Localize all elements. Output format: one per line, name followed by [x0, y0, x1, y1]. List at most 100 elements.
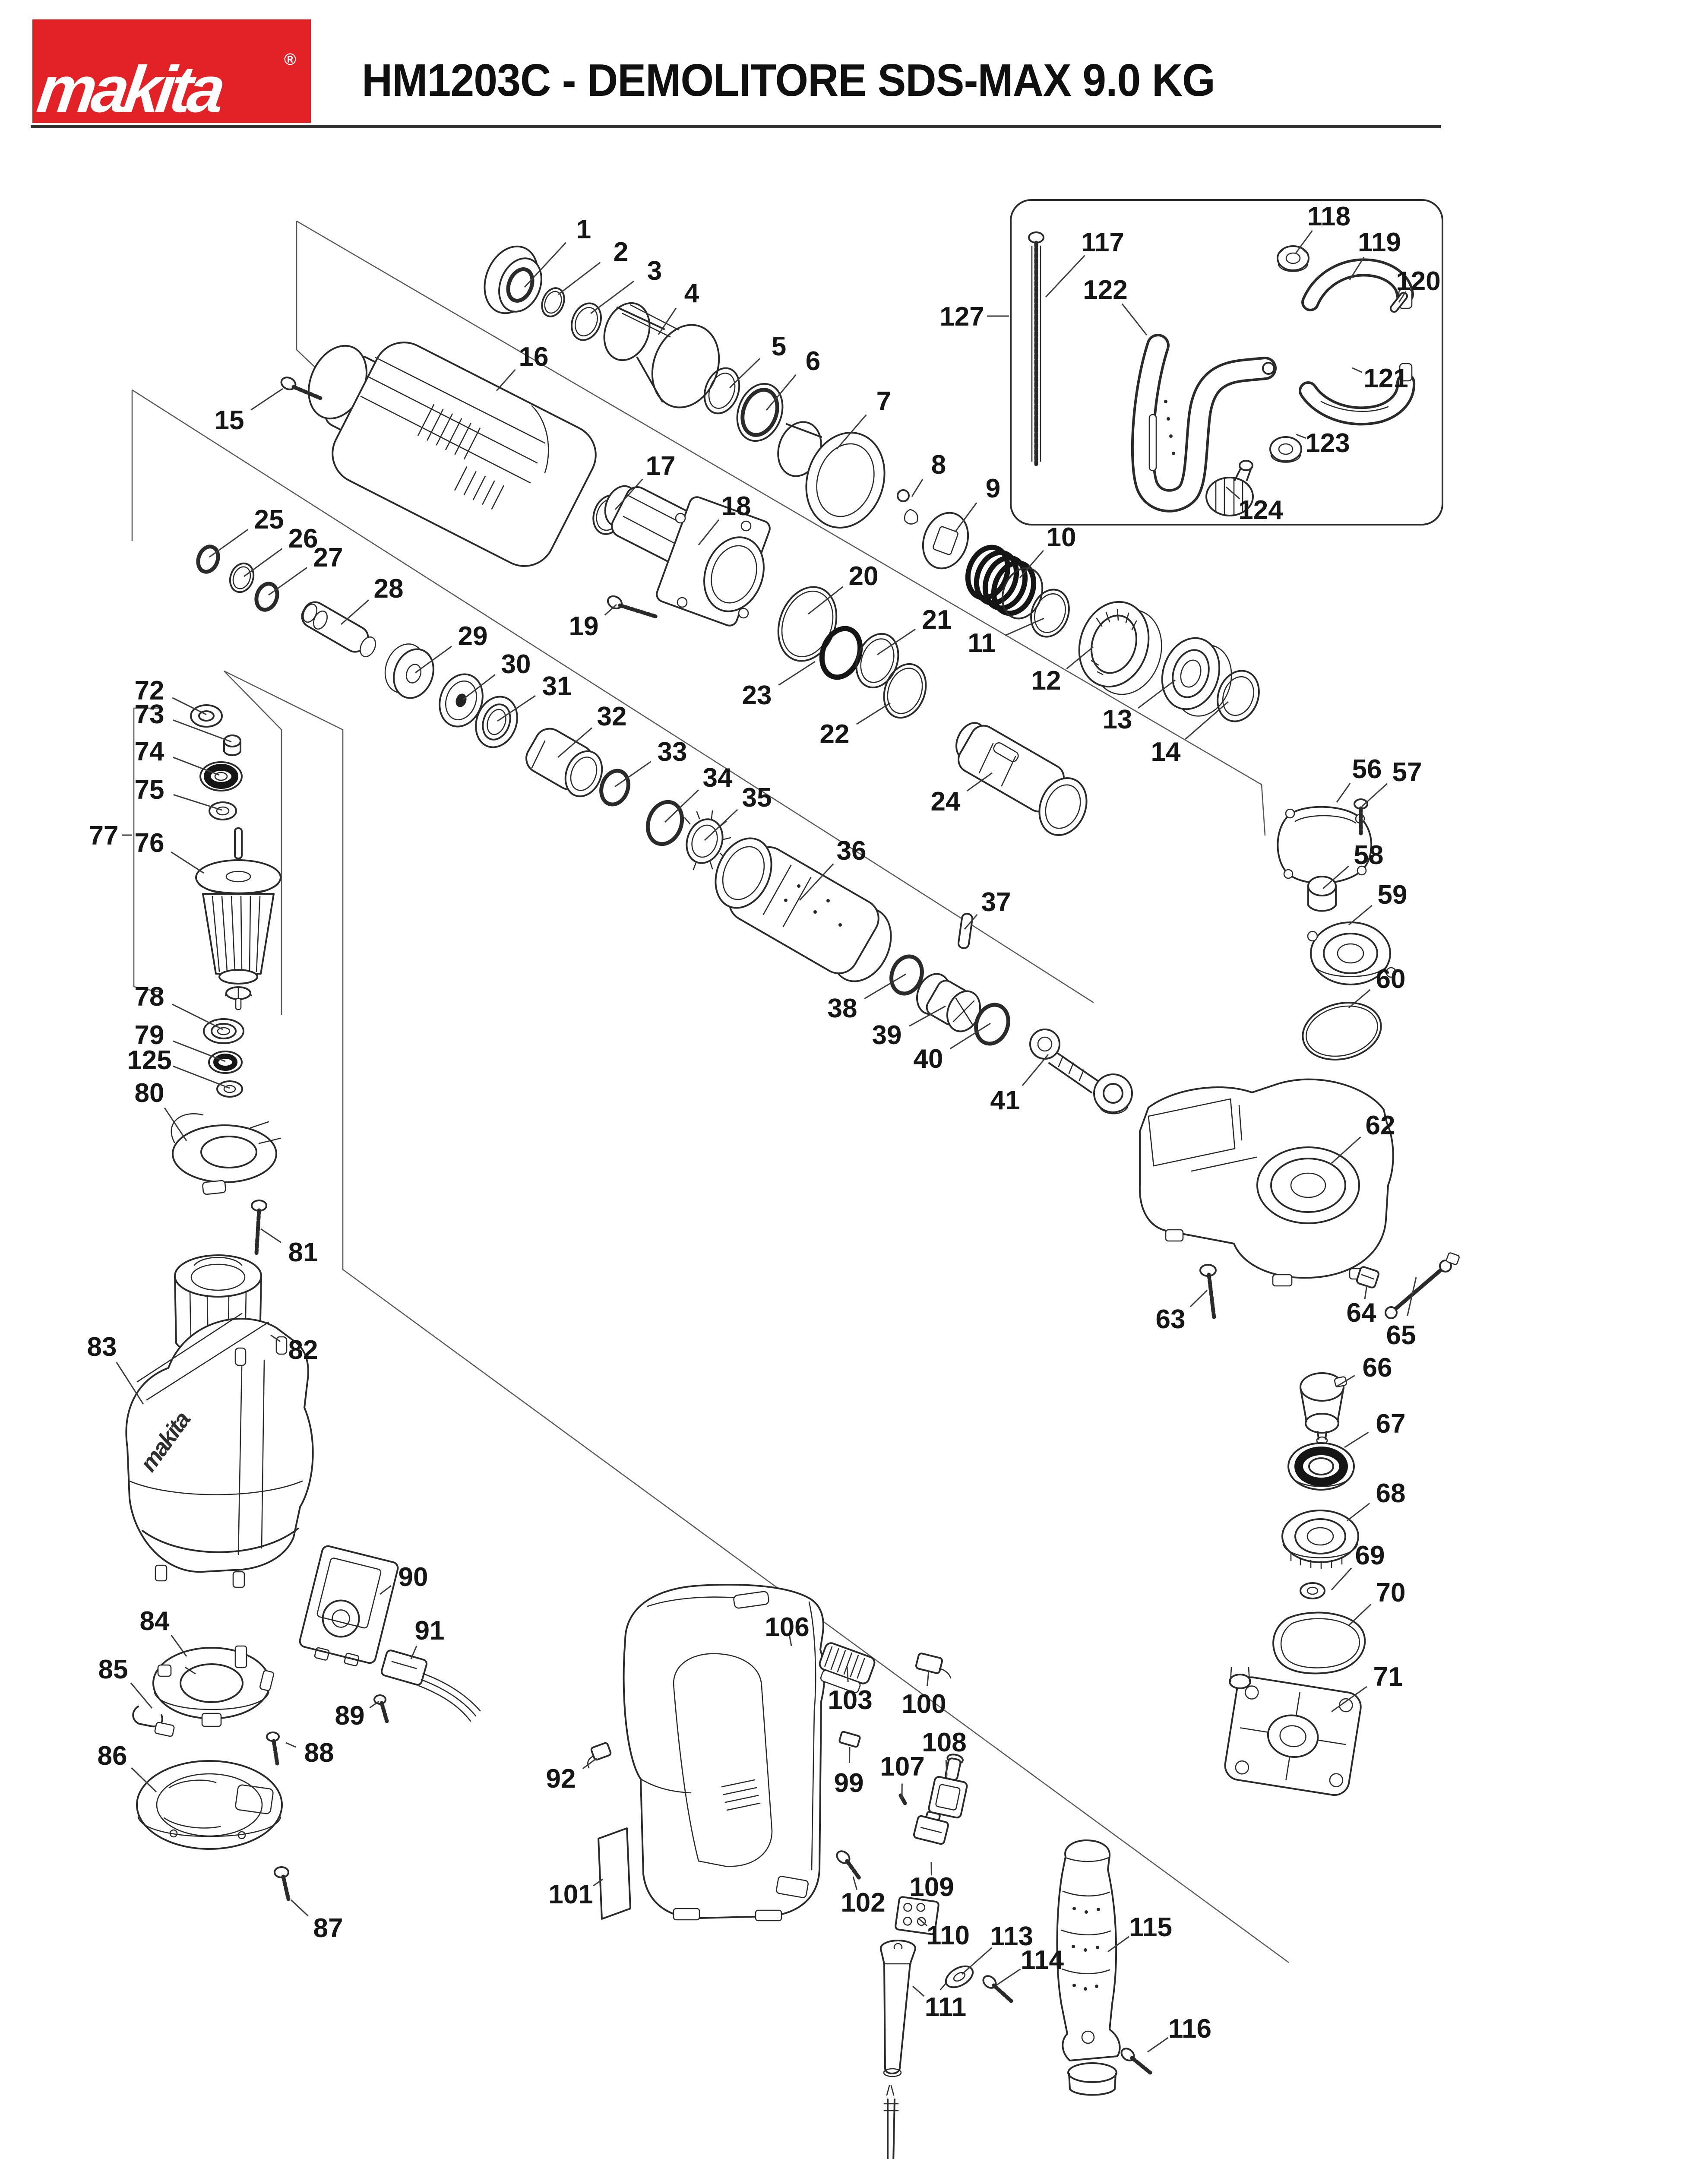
part-8-clips [897, 489, 918, 525]
part-label-8: 8 [911, 450, 946, 497]
part-label-60: 60 [1348, 964, 1405, 1009]
svg-text:81: 81 [288, 1238, 318, 1267]
svg-text:101: 101 [548, 1880, 593, 1909]
svg-text:85: 85 [98, 1655, 128, 1684]
svg-text:5: 5 [772, 332, 786, 361]
part-label-32: 32 [557, 702, 626, 758]
part-label-70: 70 [1348, 1578, 1406, 1626]
part-label-18: 18 [698, 491, 751, 545]
part-26-ring [229, 562, 255, 593]
part-60-gasket [1302, 1002, 1382, 1061]
part-label-108: 108 [922, 1728, 967, 1776]
part-label-7: 7 [836, 386, 891, 450]
part-7-bell-cover [777, 421, 886, 529]
part-label-127: 127 [939, 302, 1009, 332]
part-label-23: 23 [742, 661, 816, 710]
svg-text:16: 16 [519, 342, 549, 372]
part-68-bearing-ribbed [1281, 1510, 1359, 1569]
svg-text:82: 82 [288, 1335, 318, 1365]
part-label-103: 103 [828, 1666, 873, 1715]
svg-text:24: 24 [931, 787, 961, 817]
part-label-21: 21 [877, 605, 952, 655]
svg-text:67: 67 [1376, 1409, 1406, 1439]
part-41-connecting-rod [1029, 1029, 1133, 1114]
svg-text:107: 107 [880, 1752, 924, 1782]
part-75-washer [209, 801, 237, 820]
svg-text:121: 121 [1363, 364, 1408, 393]
svg-text:41: 41 [990, 1086, 1020, 1115]
part-label-117: 117 [1045, 228, 1124, 298]
svg-text:19: 19 [569, 611, 599, 641]
part-6-seal-ring [736, 383, 784, 442]
part-99-bracket [838, 1731, 861, 1748]
part-92-clip [587, 1742, 612, 1769]
part-label-59: 59 [1348, 880, 1407, 926]
part-label-111: 111 [912, 1985, 967, 2022]
part-label-77: 77 [89, 821, 132, 851]
part-label-125: 125 [127, 1045, 230, 1089]
part-label-83: 83 [87, 1332, 144, 1405]
part-106-handle-housing [623, 1583, 826, 1922]
part-117-bolt [1028, 231, 1044, 466]
svg-text:99: 99 [834, 1768, 864, 1798]
part-38-o-ring [889, 954, 924, 996]
part-label-69: 69 [1331, 1541, 1385, 1591]
svg-text:1: 1 [576, 215, 591, 244]
part-74-bearing-sealed [199, 761, 243, 791]
part-32-piston-cup [525, 728, 603, 798]
svg-text:92: 92 [546, 1764, 576, 1794]
part-label-26: 26 [244, 524, 318, 577]
part-101-nameplate [598, 1827, 631, 1920]
svg-text:117: 117 [1081, 228, 1124, 257]
part-label-85: 85 [98, 1655, 153, 1709]
part-label-73: 73 [135, 700, 232, 743]
part-label-20: 20 [808, 561, 878, 615]
part-label-119: 119 [1349, 228, 1401, 280]
part-label-25: 25 [209, 505, 284, 558]
power-cord [883, 2085, 899, 2159]
svg-text:70: 70 [1376, 1578, 1406, 1608]
part-116-screw [1120, 2048, 1152, 2075]
svg-text:102: 102 [841, 1888, 885, 1918]
part-9-square-ring [922, 512, 969, 570]
svg-text:87: 87 [313, 1913, 343, 1943]
svg-text:26: 26 [288, 524, 318, 554]
part-88-screw [266, 1732, 280, 1766]
svg-text:13: 13 [1103, 705, 1132, 734]
part-102-screw [836, 1850, 862, 1881]
svg-text:72: 72 [135, 676, 164, 706]
part-label-9: 9 [954, 474, 1000, 532]
part-label-79: 79 [135, 1020, 226, 1062]
svg-text:8: 8 [931, 450, 946, 480]
part-67-bearing [1287, 1442, 1355, 1491]
svg-text:68: 68 [1376, 1478, 1406, 1508]
part-16-barrel-cover [307, 342, 597, 567]
part-label-78: 78 [135, 982, 223, 1030]
part-110-terminal-block [895, 1896, 939, 1935]
svg-text:115: 115 [1129, 1912, 1172, 1942]
svg-text:69: 69 [1355, 1541, 1385, 1570]
svg-text:11: 11 [968, 628, 996, 658]
svg-text:64: 64 [1347, 1298, 1376, 1328]
part-label-123: 123 [1296, 428, 1350, 458]
svg-text:12: 12 [1031, 666, 1061, 696]
part-2-ring [541, 287, 565, 317]
part-73-sleeve [223, 734, 241, 756]
svg-text:88: 88 [304, 1738, 334, 1768]
part-label-2: 2 [558, 237, 628, 295]
part-30-disc [439, 673, 484, 728]
part-label-12: 12 [1031, 646, 1094, 696]
svg-text:123: 123 [1305, 428, 1350, 458]
part-87-screw [274, 1866, 291, 1901]
svg-text:34: 34 [703, 763, 733, 793]
part-label-31: 31 [497, 671, 572, 722]
svg-text:90: 90 [399, 1562, 428, 1592]
svg-text:108: 108 [922, 1728, 966, 1757]
part-label-30: 30 [462, 649, 531, 700]
part-label-24: 24 [931, 772, 993, 817]
svg-text:111: 111 [925, 1992, 967, 2022]
part-63-bolt [1199, 1264, 1217, 1320]
part-33-o-ring [599, 769, 630, 807]
svg-text:58: 58 [1354, 840, 1384, 870]
part-14-lock-ring [1217, 670, 1260, 722]
